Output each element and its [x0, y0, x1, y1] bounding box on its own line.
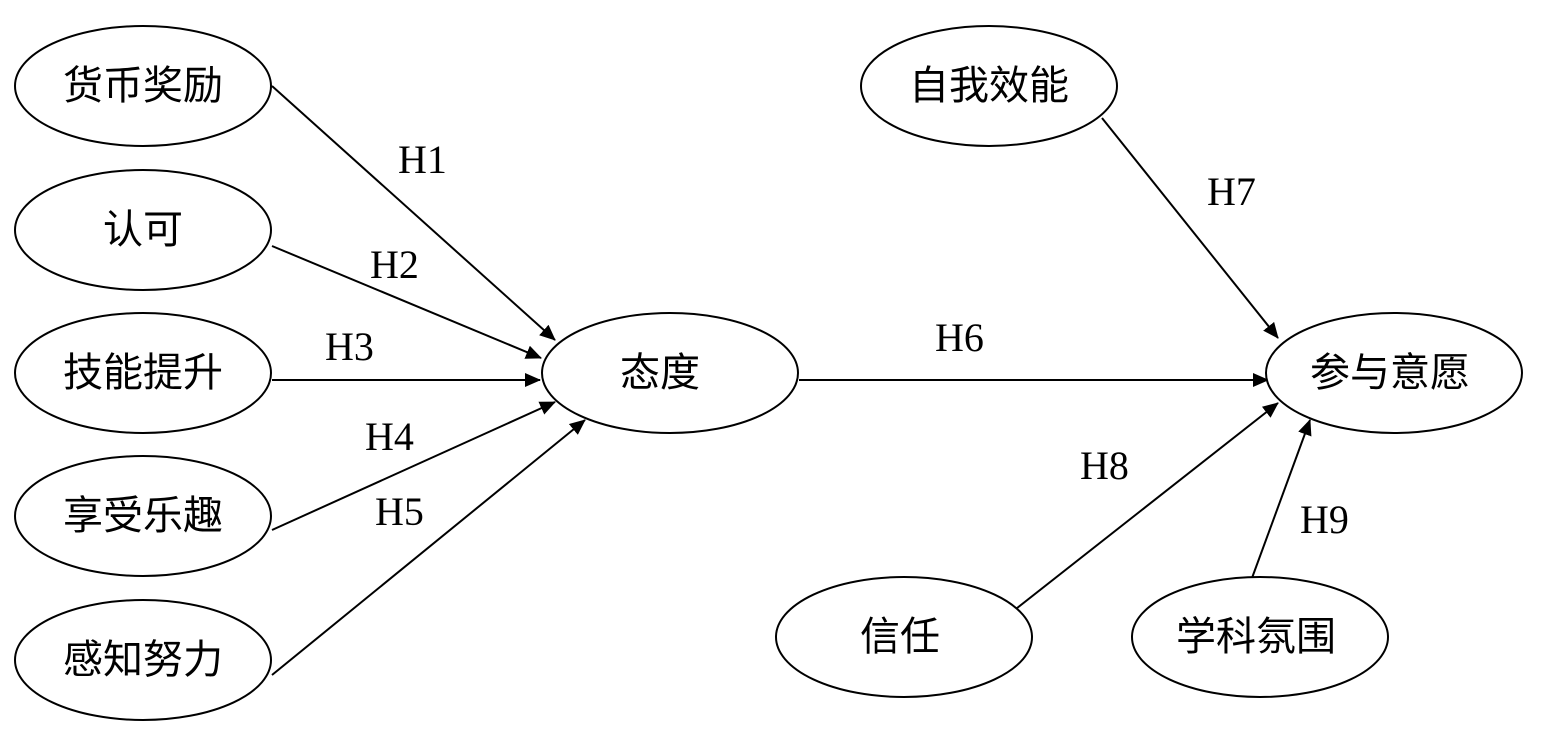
node-trust: 信任 [775, 576, 1033, 698]
node-participation-intention: 参与意愿 [1265, 312, 1523, 434]
edge-h1 [271, 85, 556, 341]
node-disciplinary-atmosphere: 学科氛围 [1131, 576, 1389, 698]
hypothesis-labels: H1 H2 H3 H4 H5 H6 H7 H8 H9 [325, 137, 1349, 542]
label-h8: H8 [1080, 443, 1129, 488]
node-ellipse [1131, 576, 1389, 698]
node-label: 学科氛围 [1176, 614, 1336, 660]
node-currency-reward: 货币奖励 [14, 25, 272, 147]
edge-h4 [271, 401, 556, 531]
label-h3: H3 [325, 324, 374, 369]
node-label: 自我效能 [909, 63, 1069, 109]
node-ellipse [14, 599, 272, 721]
edge-h2 [271, 245, 542, 359]
label-h4: H4 [365, 414, 414, 459]
edge-h8 [1011, 402, 1279, 613]
node-ellipse [14, 455, 272, 577]
node-label: 态度 [620, 350, 700, 396]
node-skill-improvement: 技能提升 [14, 312, 272, 434]
edge-h9 [1251, 419, 1312, 579]
edge-h7 [1101, 117, 1279, 339]
node-self-efficacy: 自我效能 [860, 25, 1118, 147]
label-h2: H2 [370, 242, 419, 287]
node-enjoyment: 享受乐趣 [14, 455, 272, 577]
edges [271, 85, 1312, 676]
node-label: 货币奖励 [63, 63, 223, 109]
label-h9: H9 [1300, 497, 1349, 542]
node-ellipse [860, 25, 1118, 147]
node-ellipse [541, 312, 799, 434]
label-h7: H7 [1207, 169, 1256, 214]
node-ellipse [14, 169, 272, 291]
node-recognition: 认可 [14, 169, 272, 291]
node-ellipse [14, 312, 272, 434]
edge-h5 [271, 419, 586, 676]
node-label: 认可 [103, 207, 183, 253]
label-h1: H1 [398, 137, 447, 182]
label-h5: H5 [375, 489, 424, 534]
node-ellipse [1265, 312, 1523, 434]
label-h6: H6 [935, 315, 984, 360]
node-ellipse [14, 25, 272, 147]
node-label: 技能提升 [63, 350, 223, 396]
node-label: 享受乐趣 [63, 493, 223, 539]
node-label: 参与意愿 [1310, 350, 1470, 396]
node-attitude: 态度 [541, 312, 799, 434]
node-label: 感知努力 [63, 637, 223, 683]
node-ellipse [775, 576, 1033, 698]
node-label: 信任 [860, 614, 940, 660]
node-perceived-effort: 感知努力 [14, 599, 272, 721]
